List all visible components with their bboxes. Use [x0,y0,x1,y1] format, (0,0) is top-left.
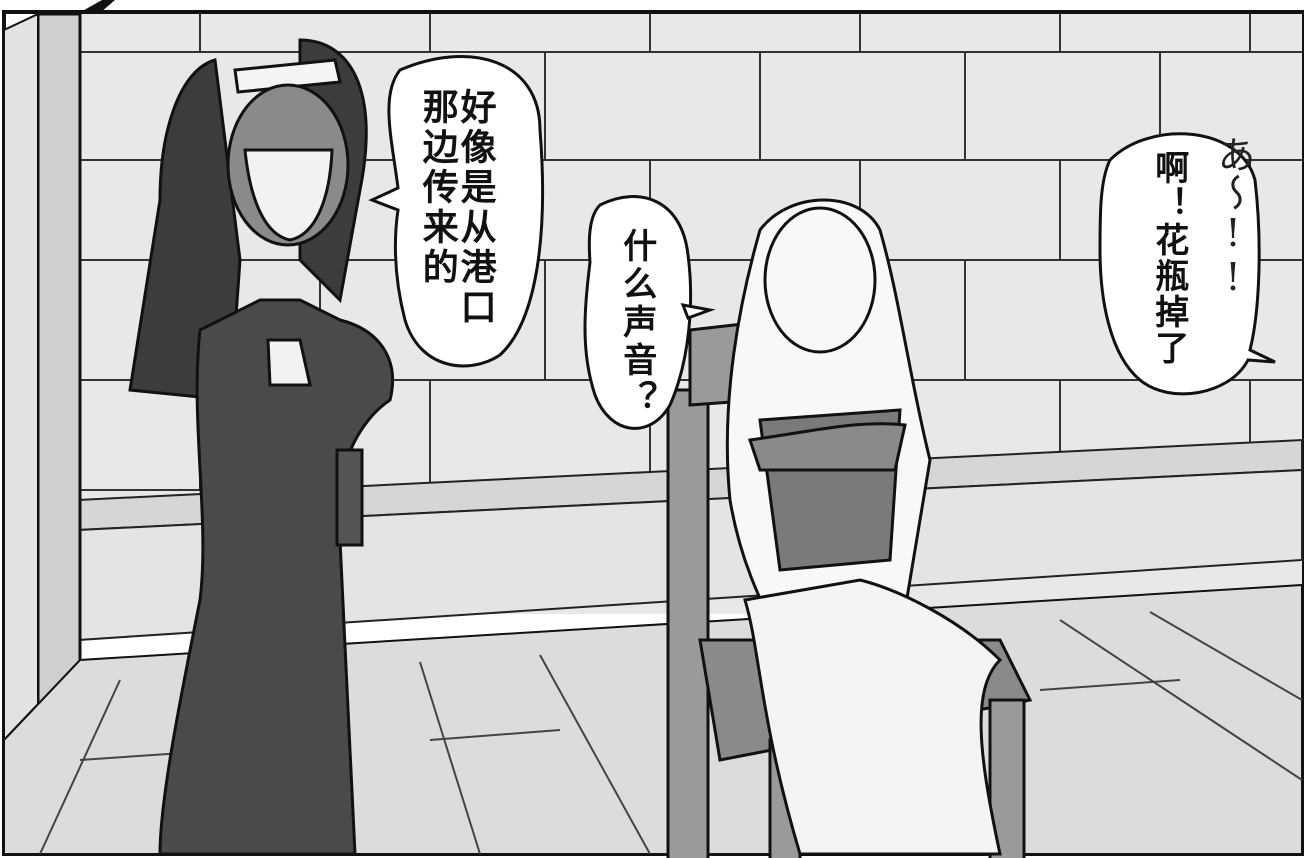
sound-effect-text: あ〜!! [1211,135,1255,299]
bubble-offscreen [1098,132,1276,396]
speech-bubble-girl-text: 什么声音？ [616,228,657,418]
speech-bubble-offscreen-text: 啊！花瓶掉了 [1148,150,1189,366]
speech-bubble-nun-text: 好像是从港口 那边传来的 [416,88,496,328]
speech-bubbles [368,55,1276,430]
bubble-girl [583,195,693,430]
bubble-girl-tail [680,303,716,320]
nun-figure [128,38,395,856]
bubble-nun [368,55,545,368]
girl-figure [725,198,1003,856]
wall-pillar [3,12,82,743]
